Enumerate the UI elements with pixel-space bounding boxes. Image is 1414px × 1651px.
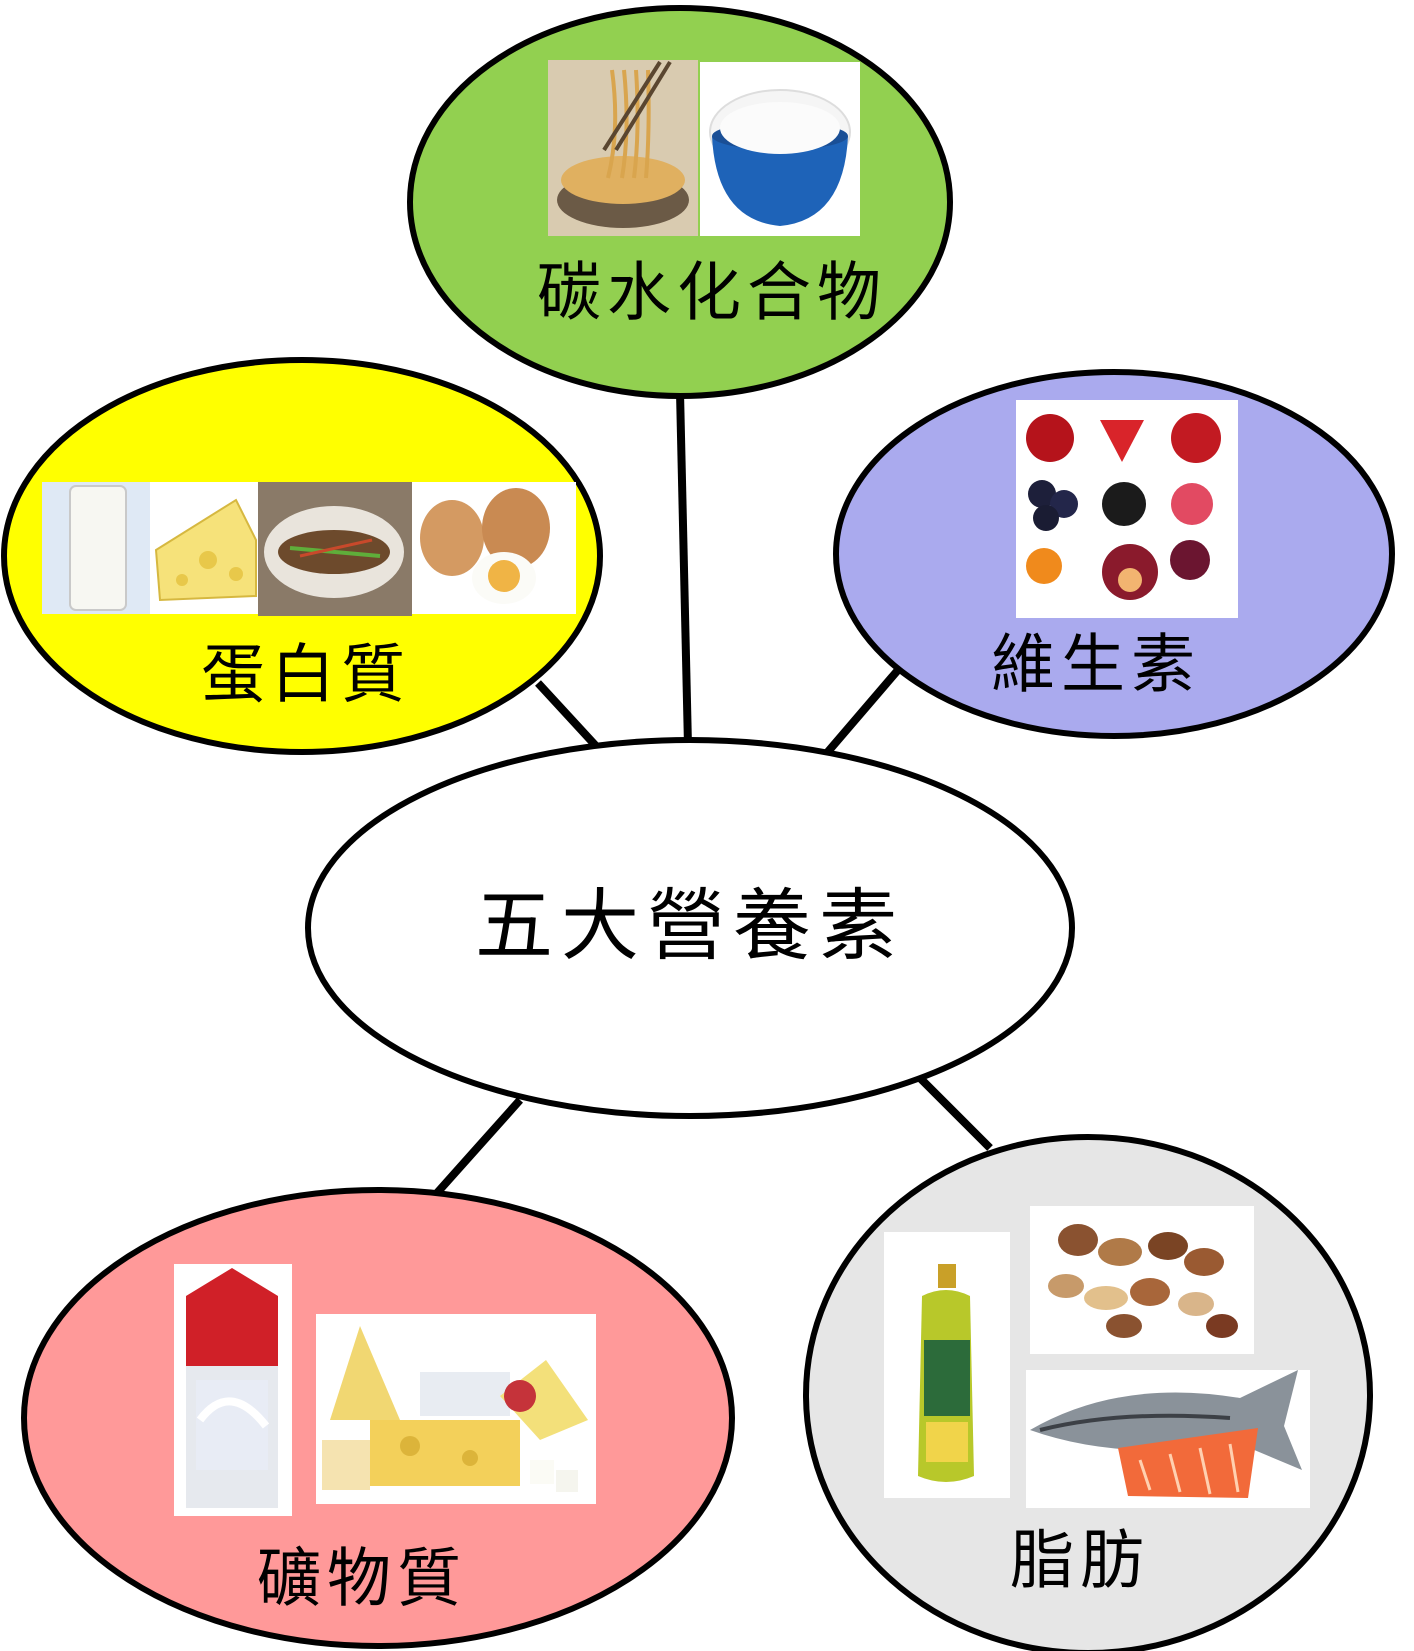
connector-carbohydrate <box>676 391 692 747</box>
connector-vitamin <box>822 667 902 757</box>
node-carbohydrate-label: 碳水化合物 <box>537 257 887 331</box>
eggs-photo <box>412 482 576 614</box>
fruits-grid-photo <box>1016 400 1238 618</box>
connector-protein <box>535 680 599 749</box>
noodles-photo <box>548 60 698 236</box>
node-vitamin: 維生素 <box>833 369 1395 739</box>
milk-carton-photo <box>174 1264 292 1516</box>
node-vitamin-label: 維生素 <box>991 629 1201 703</box>
node-center: 五大營養素 <box>305 737 1075 1119</box>
nuts-photo <box>1030 1206 1254 1354</box>
oil-bottle-photo <box>884 1232 1010 1498</box>
node-carbohydrate: 碳水化合物 <box>407 5 953 399</box>
node-mineral-label: 礦物質 <box>257 1543 467 1617</box>
node-center-shape <box>305 737 1075 1119</box>
node-protein-label: 蛋白質 <box>201 639 411 713</box>
rice-bowl-photo <box>700 62 860 236</box>
cheese-photo <box>150 482 258 614</box>
salmon-photo <box>1026 1370 1310 1508</box>
cheese-platter-photo <box>316 1314 596 1504</box>
node-fat: 脂肪 <box>803 1134 1373 1651</box>
milk-glass-photo <box>42 482 150 614</box>
node-mineral: 礦物質 <box>21 1187 735 1649</box>
node-fat-label: 脂肪 <box>1010 1525 1150 1599</box>
node-protein: 蛋白質 <box>1 357 603 755</box>
connector-fat <box>917 1075 993 1151</box>
steamed-fish-photo <box>258 482 412 616</box>
center-label: 五大營養素 <box>475 882 905 972</box>
